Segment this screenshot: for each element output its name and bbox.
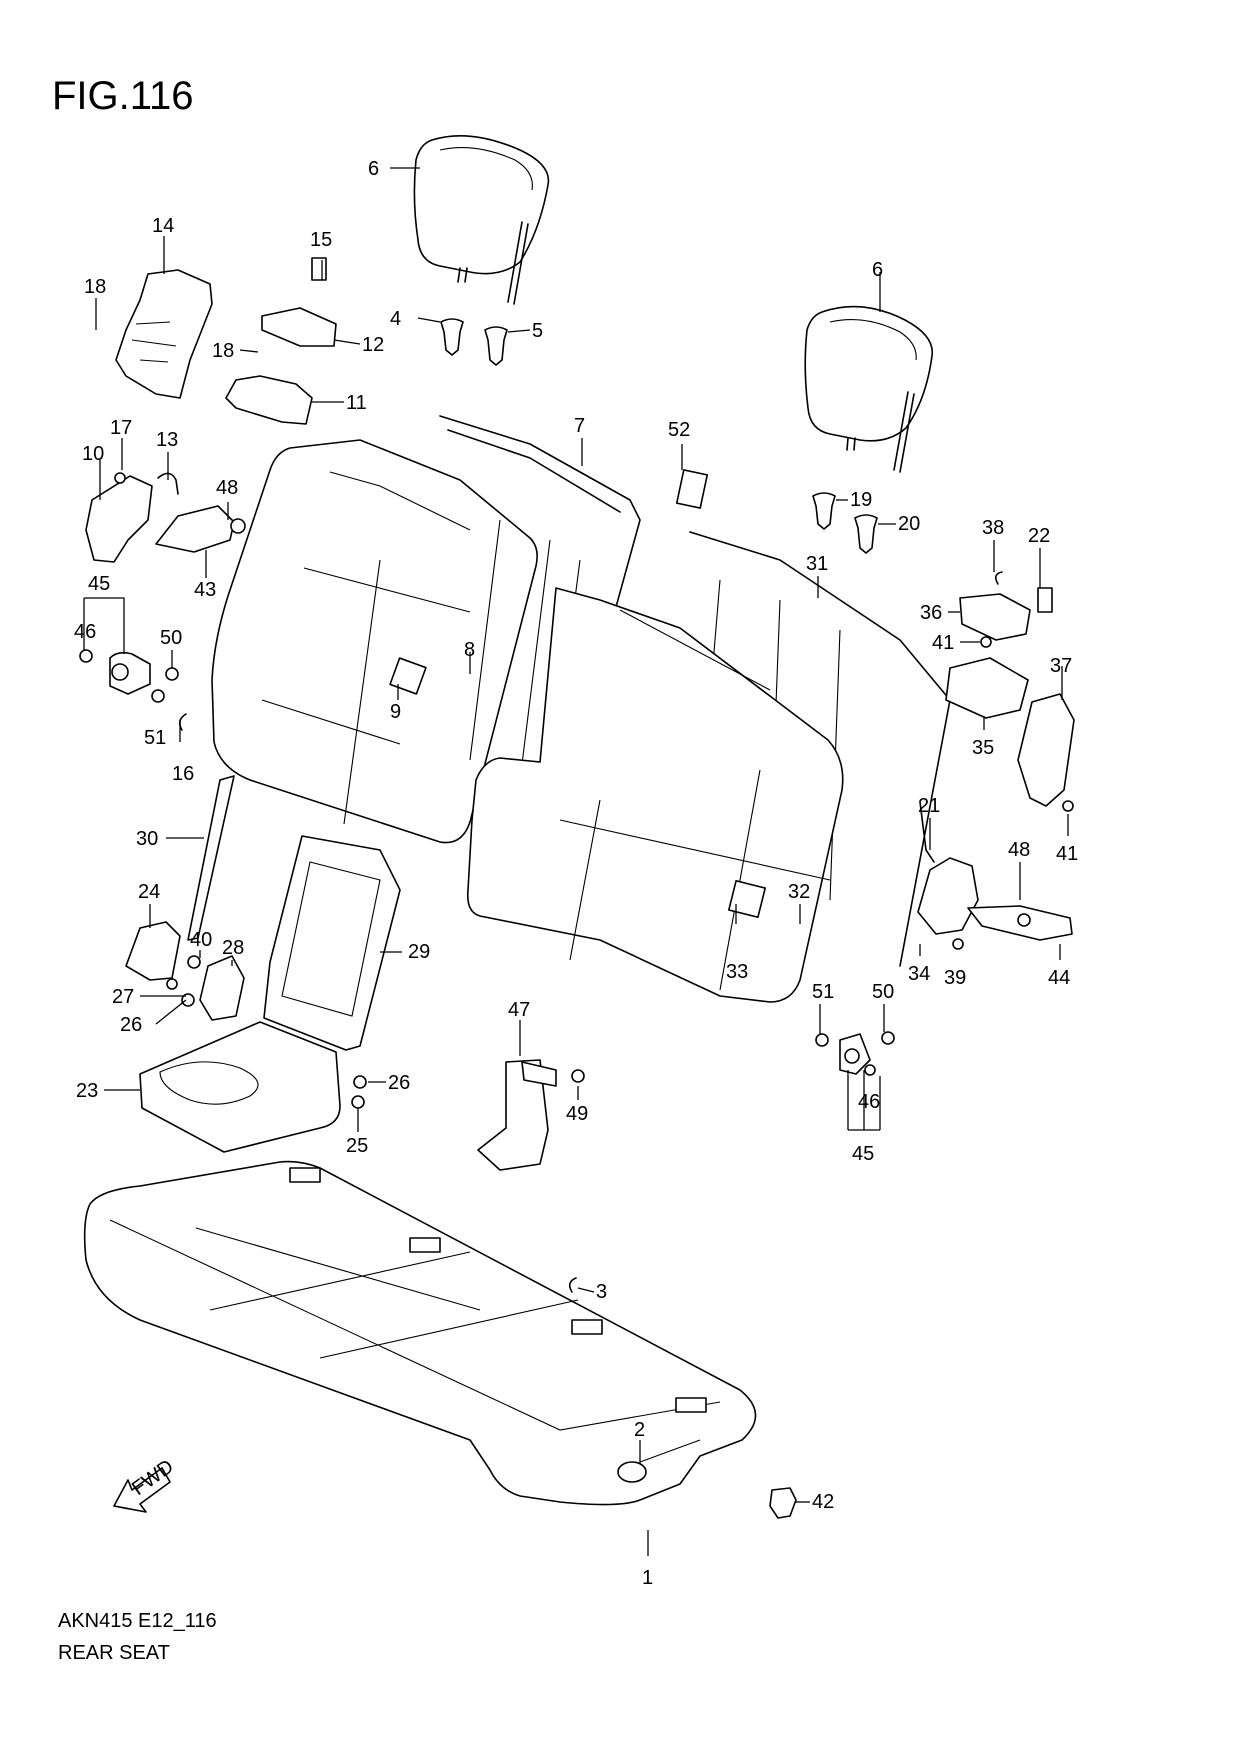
- callout-26: 26: [120, 1014, 142, 1036]
- callout-37: 37: [1050, 655, 1072, 677]
- callout-12: 12: [362, 334, 384, 356]
- armrest-frame-29: [263, 835, 401, 1051]
- callout-48: 48: [1008, 839, 1030, 861]
- callout-22: 22: [1028, 525, 1050, 547]
- callout-20: 20: [898, 513, 920, 535]
- clips: [178, 713, 797, 1519]
- callout-30: 30: [136, 828, 158, 850]
- callout-45: 45: [852, 1143, 874, 1165]
- callout-33: 33: [726, 961, 748, 983]
- callout-7: 7: [574, 415, 585, 437]
- callout-16: 16: [172, 763, 194, 785]
- callout-3: 3: [596, 1281, 607, 1303]
- callout-29: 29: [408, 941, 430, 963]
- callout-14: 14: [152, 215, 174, 237]
- callout-9: 9: [390, 701, 401, 723]
- callout-50: 50: [872, 981, 894, 1003]
- headrest-right: [804, 305, 934, 473]
- callout-46: 46: [74, 621, 96, 643]
- callout-4: 4: [390, 308, 401, 330]
- callout-28: 28: [222, 937, 244, 959]
- callout-41: 41: [932, 632, 954, 654]
- headrest-guides: [440, 318, 878, 554]
- callout-35: 35: [972, 737, 994, 759]
- callout-36: 36: [920, 602, 942, 624]
- diagram-code: AKN415 E12_116: [58, 1610, 217, 1632]
- callout-41: 41: [1056, 843, 1078, 865]
- callout-50: 50: [160, 627, 182, 649]
- seatback-left: [211, 439, 538, 844]
- callout-31: 31: [806, 553, 828, 575]
- callout-52: 52: [668, 419, 690, 441]
- callout-42: 42: [812, 1491, 834, 1513]
- diagram-name: REAR SEAT: [58, 1642, 170, 1664]
- seatback-right: [466, 587, 844, 1003]
- cover-11: [225, 375, 313, 425]
- callout-23: 23: [76, 1080, 98, 1102]
- callout-8: 8: [464, 639, 475, 661]
- trim-cover-14: [115, 269, 213, 399]
- callout-1: 1: [642, 1567, 653, 1589]
- callout-51: 51: [812, 981, 834, 1003]
- callout-5: 5: [532, 320, 543, 342]
- callout-15: 15: [310, 229, 332, 251]
- callout-26: 26: [388, 1072, 410, 1094]
- hinge-45-right: [815, 1031, 895, 1076]
- lock-assembly-left: [85, 472, 246, 563]
- bracket-47: [477, 1059, 585, 1171]
- callout-10: 10: [82, 443, 104, 465]
- callout-18: 18: [212, 340, 234, 362]
- hinge-45-left: [79, 649, 179, 703]
- lock-parts-right: [945, 571, 1075, 812]
- callout-13: 13: [156, 429, 178, 451]
- figure-title: FIG.116: [52, 74, 194, 118]
- seat-cushion: [83, 1160, 757, 1506]
- callout-34: 34: [908, 963, 930, 985]
- callout-2: 2: [634, 1419, 645, 1441]
- callout-32: 32: [788, 881, 810, 903]
- callout-labels: 6 4 5 14 18 15 18 12 11 6 7 52 17 13 10 …: [74, 158, 1078, 1589]
- headrest-left: [413, 135, 550, 305]
- callout-43: 43: [194, 579, 216, 601]
- armrest-23: [139, 1021, 367, 1153]
- callout-11: 11: [346, 392, 367, 414]
- callout-6: 6: [872, 259, 883, 281]
- lock-assembly-right: [917, 801, 1073, 950]
- leader-lines: [83, 167, 1069, 1556]
- callout-6: 6: [368, 158, 379, 180]
- callout-49: 49: [566, 1103, 588, 1125]
- callout-18: 18: [84, 276, 106, 298]
- callout-17: 17: [110, 417, 132, 439]
- callout-39: 39: [944, 967, 966, 989]
- callout-25: 25: [346, 1135, 368, 1157]
- callout-48: 48: [216, 477, 238, 499]
- callout-46: 46: [858, 1091, 880, 1113]
- callout-21: 21: [918, 795, 940, 817]
- callout-45: 45: [88, 573, 110, 595]
- callout-27: 27: [112, 986, 134, 1008]
- callout-44: 44: [1048, 967, 1070, 989]
- fwd-arrow: FWD: [113, 1455, 178, 1513]
- callout-47: 47: [508, 999, 530, 1021]
- callout-51: 51: [144, 727, 166, 749]
- callout-40: 40: [190, 929, 212, 951]
- callout-24: 24: [138, 881, 160, 903]
- callout-19: 19: [850, 489, 872, 511]
- armrest-parts-left: [125, 775, 245, 1021]
- bracket-12: [261, 257, 337, 347]
- callout-38: 38: [982, 517, 1004, 539]
